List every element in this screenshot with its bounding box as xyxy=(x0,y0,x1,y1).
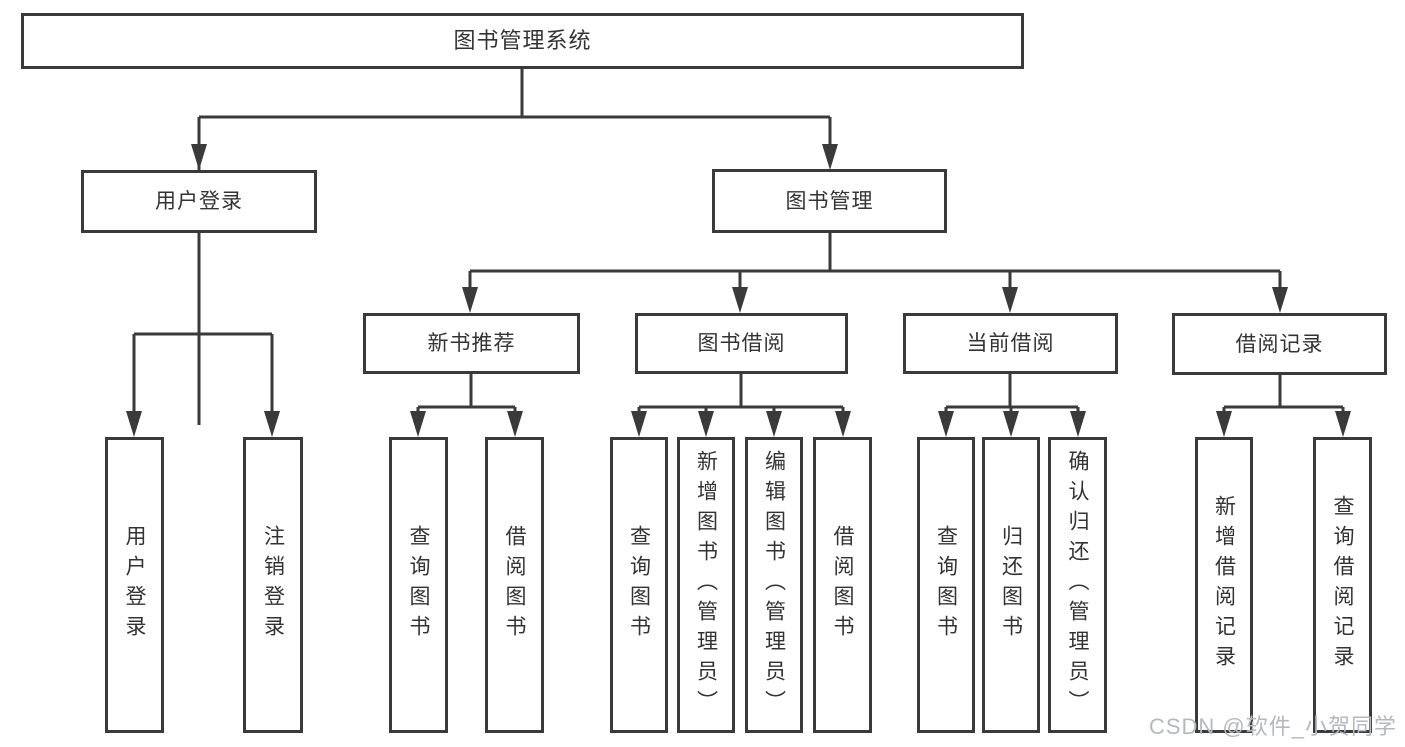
node-new-book-recommend: 新书推荐 xyxy=(363,313,580,374)
node-user-login: 用户登录 xyxy=(81,170,317,233)
leaf-query-books-2: 查询图书 xyxy=(610,437,668,733)
node-borrow-records: 借阅记录 xyxy=(1172,313,1387,375)
leaf-borrow-books-2: 借阅图书 xyxy=(813,437,872,733)
leaf-return-books: 归还图书 xyxy=(982,437,1040,733)
leaf-query-books: 查询图书 xyxy=(389,437,448,733)
csdn-watermark: CSDN @软件_小贺同学 xyxy=(1148,714,1397,739)
node-current-borrow: 当前借阅 xyxy=(903,313,1118,374)
leaf-query-borrow-record: 查询借阅记录 xyxy=(1313,437,1372,733)
node-book-management: 图书管理 xyxy=(712,169,947,233)
leaf-confirm-return-admin: 确认归还（管理员） xyxy=(1048,437,1107,733)
leaf-add-books-admin: 新增图书（管理员） xyxy=(677,437,735,733)
node-book-borrow: 图书借阅 xyxy=(635,313,848,374)
leaf-borrow-books: 借阅图书 xyxy=(485,437,544,733)
leaf-add-borrow-record: 新增借阅记录 xyxy=(1195,437,1253,733)
leaf-logout-login: 注销登录 xyxy=(243,437,303,733)
leaf-query-books-3: 查询图书 xyxy=(917,437,975,733)
leaf-user-login: 用户登录 xyxy=(105,437,164,733)
leaf-edit-books-admin: 编辑图书（管理员） xyxy=(745,437,803,733)
node-root: 图书管理系统 xyxy=(21,13,1024,69)
